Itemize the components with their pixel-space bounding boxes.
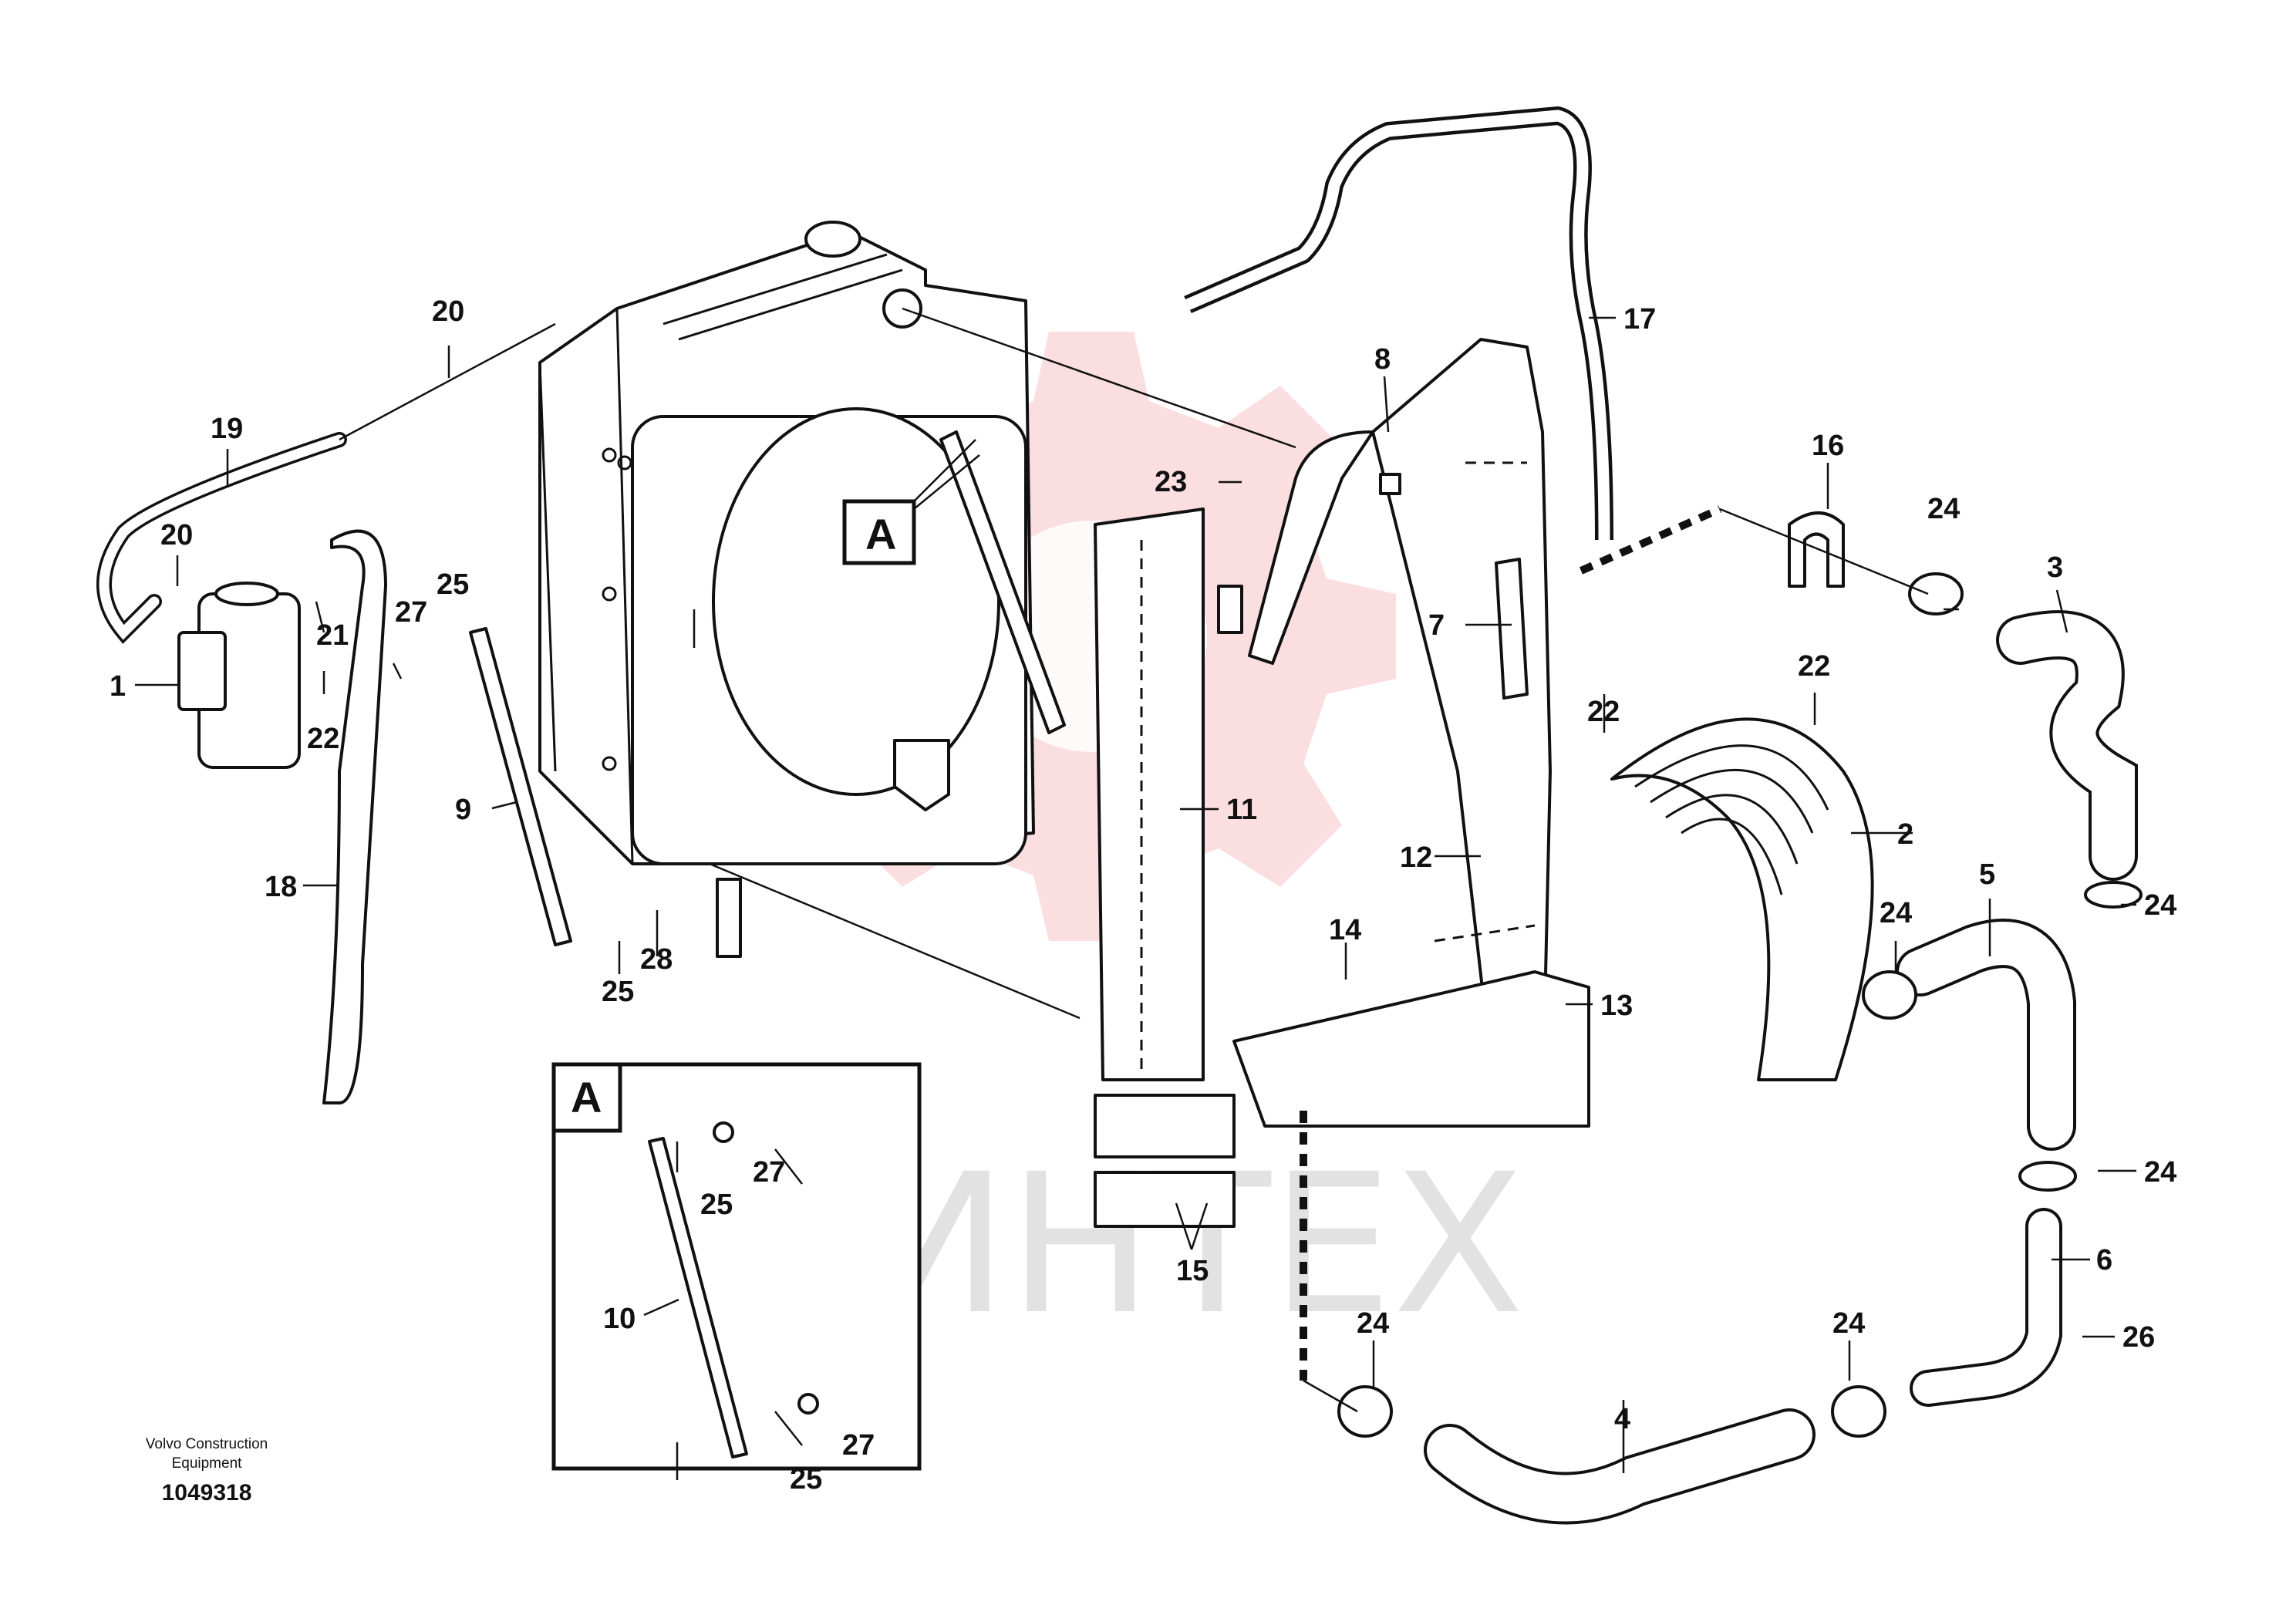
- label-20-top: 20: [432, 295, 464, 328]
- label-4: 4: [1614, 1403, 1630, 1435]
- hose-5: [1896, 919, 2076, 1151]
- callout-a-box: A: [842, 439, 980, 565]
- label-17: 17: [1623, 303, 1656, 336]
- label-24-hose5: 24: [1880, 897, 1912, 929]
- label-11: 11: [1226, 794, 1257, 826]
- label-21: 21: [316, 619, 349, 652]
- label-6: 6: [2096, 1244, 2112, 1276]
- strut-9: [469, 627, 572, 946]
- label-1: 1: [110, 670, 126, 703]
- label-15: 15: [1176, 1255, 1209, 1287]
- radiator-assembly: [538, 221, 1066, 958]
- label-20-left: 20: [160, 519, 193, 551]
- company-name-line2: Equipment: [172, 1455, 243, 1472]
- label-25-detail-bottom: 25: [790, 1463, 822, 1496]
- label-19: 19: [211, 413, 243, 445]
- label-10: 10: [603, 1303, 636, 1335]
- label-leaders: [135, 316, 2136, 1480]
- label-24-hose3: 24: [2144, 889, 2176, 922]
- shroud-seal-parts: [1094, 338, 1590, 1228]
- label-24-top: 24: [1927, 493, 1960, 525]
- label-12: 12: [1400, 841, 1432, 874]
- hose-3: [1996, 610, 2138, 881]
- label-2: 2: [1897, 818, 1913, 851]
- label-22-tank: 22: [307, 723, 339, 755]
- label-25-strut-bottom: 25: [602, 976, 634, 1008]
- connection-lines: [339, 307, 1929, 1413]
- label-24-hose4-left: 24: [1357, 1307, 1389, 1340]
- pipe-6: [1910, 1208, 2062, 1407]
- label-25-detail-top: 25: [700, 1189, 733, 1221]
- label-25-strut-top: 25: [437, 568, 469, 601]
- part-labels: 1 2 3 4 5 6 7 8 9 10 11 12 13 14 15 16 1…: [110, 295, 2176, 1496]
- label-16: 16: [1812, 430, 1844, 462]
- hose-clamps-24: [1337, 572, 2143, 1438]
- detail-view-a: A: [551, 1062, 922, 1471]
- hoses-18-19: [96, 432, 387, 1104]
- label-3: 3: [2047, 551, 2063, 584]
- fan-guard-2: [1610, 717, 1874, 1081]
- label-27-strut: 27: [395, 596, 427, 629]
- strut-10: [648, 1137, 748, 1458]
- label-5: 5: [1979, 858, 1995, 891]
- label-24-hose4-right: 24: [1832, 1307, 1865, 1340]
- label-27-detail-top: 27: [753, 1156, 785, 1189]
- label-14: 14: [1329, 914, 1361, 946]
- label-7: 7: [1428, 609, 1445, 642]
- label-23: 23: [1155, 466, 1187, 498]
- label-8: 8: [1374, 343, 1391, 376]
- detail-view-a-letter: A: [571, 1073, 602, 1121]
- label-24-pipe6: 24: [2144, 1156, 2176, 1189]
- callout-a-letter: A: [865, 510, 896, 558]
- label-28: 28: [640, 943, 673, 976]
- label-18: 18: [265, 871, 297, 903]
- label-22-guard: 22: [1798, 650, 1830, 683]
- expansion-tank: [177, 582, 301, 769]
- label-9: 9: [455, 794, 471, 826]
- label-22-bracket: 22: [1587, 696, 1620, 728]
- company-name-line1: Volvo Construction: [146, 1436, 268, 1452]
- label-26: 26: [2122, 1321, 2155, 1354]
- hose-4: [1424, 1408, 1816, 1525]
- document-number: 1049318: [162, 1480, 252, 1506]
- label-13: 13: [1600, 990, 1633, 1022]
- footer: Volvo Construction Equipment 1049318: [146, 1436, 268, 1506]
- label-27-detail-bottom: 27: [842, 1429, 875, 1462]
- clamp-16: [1788, 511, 1845, 588]
- bracket-7: [1495, 558, 1529, 700]
